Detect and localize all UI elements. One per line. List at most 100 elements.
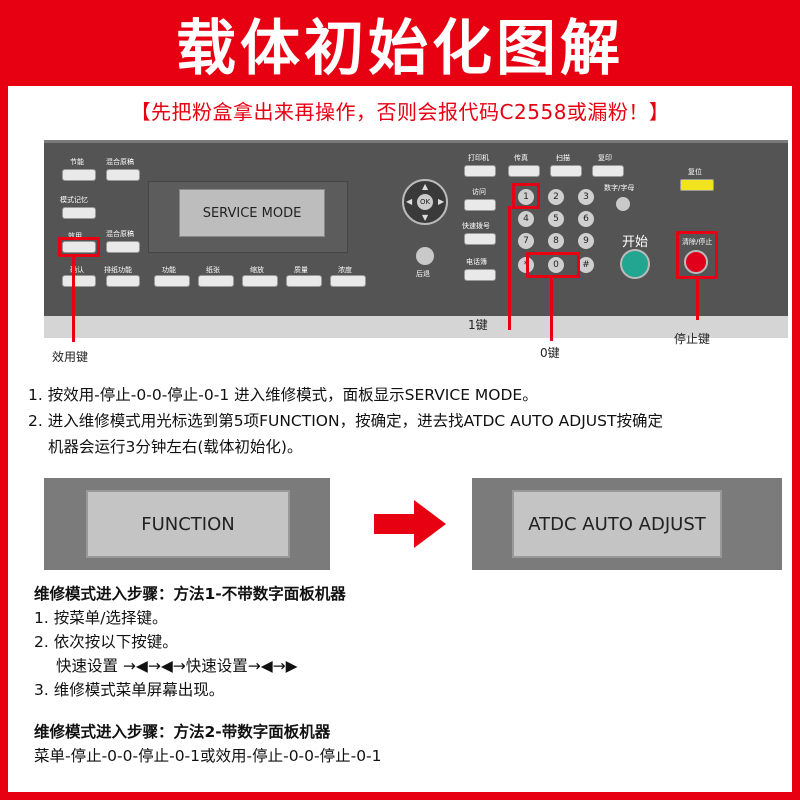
back-key: [416, 247, 434, 265]
digit-key-5: 5: [548, 211, 564, 227]
method-1-step-1: 1. 按菜单/选择键。: [34, 609, 168, 627]
lcd-display: SERVICE MODE: [179, 189, 325, 237]
panel-label: 节能: [70, 158, 84, 166]
panel-label: 确认: [70, 266, 84, 274]
navigation-pad: ▲ ▼ ◀ ▶ OK: [402, 179, 448, 225]
method-2-sequence: 菜单-停止-0-0-停止-0-1或效用-停止-0-0-停止-0-1: [34, 747, 382, 765]
digit-key-7: 7: [518, 233, 534, 249]
panel-label: 电话簿: [466, 258, 487, 266]
panel-label: 功能: [162, 266, 176, 274]
method-1-step-3: 3. 维修模式菜单屏幕出现。: [34, 681, 225, 699]
ok-key: OK: [417, 194, 433, 210]
page-title: 载体初始化图解: [176, 13, 624, 84]
panel-label: 缩放: [250, 266, 264, 274]
panel-label: 复印: [598, 154, 612, 162]
step-2-line-2: 机器会运行3分钟左右(载体初始化)。: [48, 438, 303, 456]
control-panel-image: 节能 混合原稿 模式记忆 效用 混合原稿 确认 排纸功能 功能 纸张 缩放 质量…: [44, 140, 788, 316]
panel-label: 混合原稿: [106, 230, 134, 238]
highlight-utility-key: [58, 237, 100, 257]
density-key: [330, 275, 366, 287]
instruction-steps: 1. 按效用-停止-0-0-停止-0-1 进入维修模式，面板显示SERVICE …: [28, 382, 788, 460]
panel-label: 打印机: [468, 154, 489, 162]
up-arrow-icon: ▲: [422, 182, 429, 191]
digit-key-1: 1: [518, 189, 534, 205]
step-2-line-1: 2. 进入维修模式用光标选到第5项FUNCTION，按确定，进去找ATDC AU…: [28, 412, 663, 430]
mode-memory-key: [62, 207, 96, 219]
panel-label: 纸张: [206, 266, 220, 274]
digit-key-8: 8: [548, 233, 564, 249]
mixed-original-key: [106, 169, 140, 181]
digit-key-4: 4: [518, 211, 534, 227]
right-arrow-icon: ▶: [438, 197, 445, 206]
function-screen-image: FUNCTION: [44, 478, 330, 570]
digit-key-9: 9: [578, 233, 594, 249]
start-key: [620, 249, 650, 279]
digit-key-2: 2: [548, 189, 564, 205]
highlight-key-1: [512, 183, 540, 209]
callout-key-0: 0键: [540, 346, 560, 360]
warning-text: 【先把粉盒拿出来再操作，否则会报代码C2558或漏粉！】: [130, 100, 670, 124]
panel-label: 快速拨号: [462, 222, 490, 230]
energy-save-key: [62, 169, 96, 181]
callout-key-1: 1键: [468, 318, 488, 332]
panel-label: 浓度: [338, 266, 352, 274]
confirm-key: [62, 275, 96, 287]
highlight-key-0: [526, 252, 580, 278]
panel-label: 复位: [688, 168, 702, 176]
panel-label: 访问: [472, 188, 486, 196]
panel-label: 清除/停止: [682, 238, 713, 246]
digit-key-3: 3: [578, 189, 594, 205]
highlight-stop-key: [676, 231, 718, 279]
paper-key: [198, 275, 234, 287]
panel-label: 后退: [416, 270, 430, 278]
right-arrow-icon: [374, 500, 446, 548]
step-1: 1. 按效用-停止-0-0-停止-0-1 进入维修模式，面板显示SERVICE …: [28, 386, 538, 404]
function-key: [154, 275, 190, 287]
panel-label: 混合原稿: [106, 158, 134, 166]
leader-line-stop: [696, 276, 699, 320]
printer-key: [464, 165, 496, 177]
quality-key: [286, 275, 322, 287]
method-1-key-sequence: 快速设置 →◀→◀→快速设置→◀→▶: [56, 657, 298, 675]
output-function-key: [106, 275, 140, 287]
atdc-screen-image: ATDC AUTO ADJUST: [472, 478, 782, 570]
panel-label: 数字/字母: [604, 184, 635, 192]
title-banner: 载体初始化图解: [0, 0, 800, 86]
left-arrow-icon: ◀: [406, 197, 413, 206]
panel-label: 开始: [622, 235, 649, 250]
utility-key: [62, 241, 96, 253]
reset-key: [680, 179, 714, 191]
callout-utility-key: 效用键: [52, 350, 89, 364]
leader-line-key-1: [508, 206, 511, 330]
panel-label: 排纸功能: [104, 266, 132, 274]
panel-label: 扫描: [556, 154, 570, 162]
access-key: [464, 199, 496, 211]
zoom-key: [242, 275, 278, 287]
method-2-section: 维修模式进入步骤：方法2-带数字面板机器 菜单-停止-0-0-停止-0-1或效用…: [34, 720, 794, 768]
hash-key: #: [578, 257, 594, 273]
function-screen-text: FUNCTION: [86, 490, 290, 558]
leader-line-utility: [72, 254, 75, 342]
copy-key: [592, 165, 624, 177]
method-1-heading: 维修模式进入步骤：方法1-不带数字面板机器: [34, 585, 346, 603]
digit-key-0: 0: [548, 257, 564, 273]
method-1-step-2: 2. 依次按以下按键。: [34, 633, 178, 651]
panel-edge: [44, 316, 788, 338]
digit-letter-key: [616, 197, 630, 211]
panel-label: 传真: [514, 154, 528, 162]
speed-dial-key: [464, 233, 496, 245]
down-arrow-icon: ▼: [422, 213, 429, 222]
leader-line-key-0: [550, 275, 553, 341]
mixed-original-key-2: [106, 241, 140, 253]
stop-key: [684, 250, 708, 274]
scan-key: [550, 165, 582, 177]
panel-label: 模式记忆: [60, 196, 88, 204]
digit-key-6: 6: [578, 211, 594, 227]
panel-label: 效用: [68, 232, 82, 240]
atdc-screen-text: ATDC AUTO ADJUST: [512, 490, 722, 558]
phonebook-key: [464, 269, 496, 281]
method-2-heading: 维修模式进入步骤：方法2-带数字面板机器: [34, 723, 331, 741]
method-1-section: 维修模式进入步骤：方法1-不带数字面板机器 1. 按菜单/选择键。 2. 依次按…: [34, 582, 794, 702]
content-card: 【先把粉盒拿出来再操作，否则会报代码C2558或漏粉！】 节能 混合原稿 模式记…: [8, 86, 792, 792]
fax-key: [508, 165, 540, 177]
